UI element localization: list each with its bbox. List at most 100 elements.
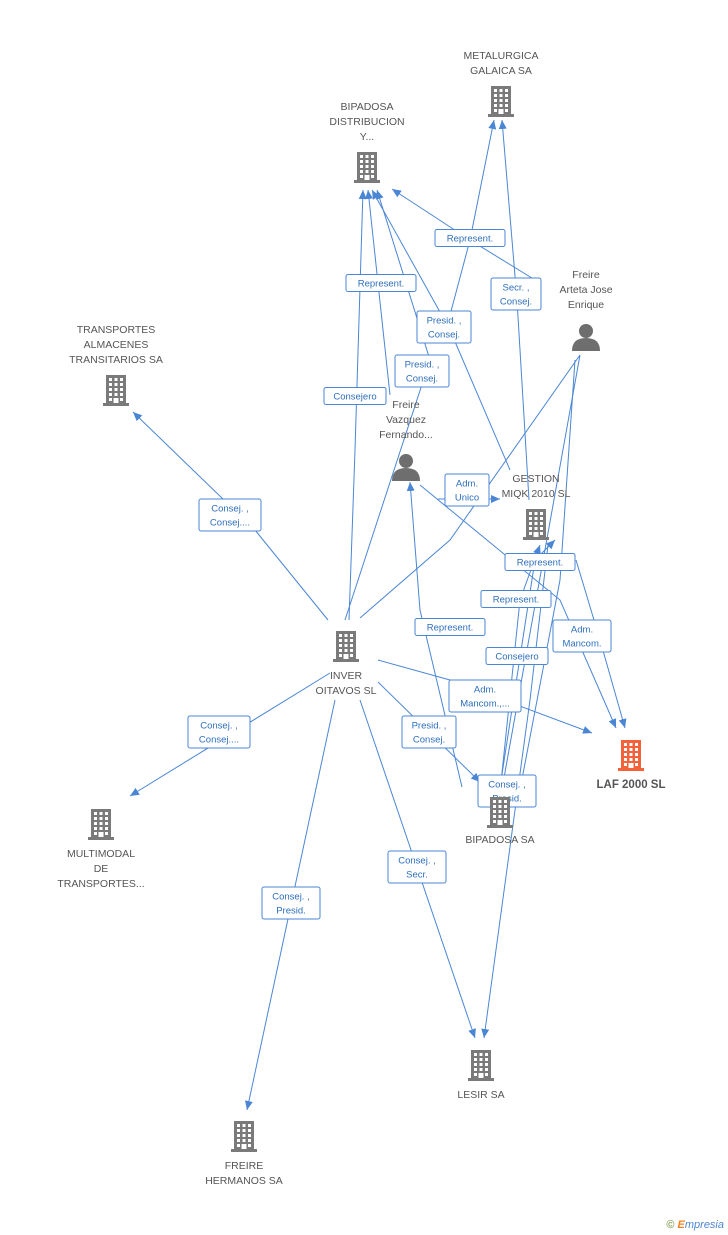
edges-layer <box>129 119 627 1111</box>
person-icon <box>392 454 420 481</box>
relationship-label-text: Represent. <box>493 595 539 606</box>
relationship-label-text: Secr. , <box>503 283 530 294</box>
node-label: DISTRIBUCION <box>329 116 404 128</box>
relationship-edge <box>419 484 617 729</box>
node-label: GALAICA SA <box>470 65 532 77</box>
brand-name: mpresia <box>684 1219 724 1231</box>
relationship-label-text: Presid. , <box>405 360 440 371</box>
company-node[interactable]: BIPADOSA DISTRIBUCION Y... <box>329 101 405 183</box>
building-icon <box>468 1050 494 1081</box>
node-label: Enrique <box>568 299 604 311</box>
company-node[interactable]: FREIRE HERMANOS SA <box>205 1121 283 1187</box>
node-label: ALMACENES <box>84 339 149 351</box>
relationship-label-text: Presid. , <box>412 721 447 732</box>
relationship-label-text: Mancom.,... <box>460 699 510 710</box>
building-icon <box>488 86 514 117</box>
node-label: DE <box>94 863 109 875</box>
edge-labels-layer: Represent.Secr. ,Consej.Represent.Presid… <box>187 229 612 920</box>
relationship-label: Presid. ,Consej. <box>416 310 472 344</box>
company-node[interactable]: GESTION MIQK 2010 SL <box>502 473 571 540</box>
node-label: TRANSITARIOS SA <box>69 354 163 366</box>
relationship-label-text: Represent. <box>517 558 563 569</box>
relationship-label: Represent. <box>480 590 552 608</box>
relationship-edge <box>359 354 581 801</box>
node-label: Freire <box>572 269 600 281</box>
person-icon <box>572 324 600 351</box>
relationship-label-text: Adm. <box>456 479 478 490</box>
relationship-label-text: Consej. <box>406 374 438 385</box>
relationship-label-text: Consejero <box>495 652 538 663</box>
relationship-label: Consej. , Presid. <box>261 886 321 920</box>
relationship-edge <box>515 359 576 801</box>
node-label: METALURGICA <box>463 50 538 62</box>
company-node[interactable]: LESIR SA <box>457 1050 505 1101</box>
relationship-label: Represent. <box>504 553 576 571</box>
relationship-label-text: Adm. <box>571 625 593 636</box>
relationship-label: Represent. <box>434 229 506 247</box>
relationship-label-text: Consej.... <box>199 735 239 746</box>
node-label: FREIRE <box>225 1160 264 1172</box>
relationship-edge <box>445 119 497 331</box>
node-label: OITAVOS SL <box>316 685 377 697</box>
relationship-label: Presid. , Consej. <box>394 354 450 388</box>
node-label: INVER <box>330 670 363 682</box>
relationship-label-text: Consej. , <box>272 892 310 903</box>
relationship-label-text: Consej. , <box>398 856 436 867</box>
node-label: Vazquez <box>386 414 426 426</box>
relationship-label-text: Presid. <box>276 906 306 917</box>
relationship-label-text: Represent. <box>447 234 493 245</box>
relationship-label: Adm. Unico <box>444 473 490 507</box>
node-label: Freire <box>392 399 420 411</box>
building-icon <box>333 631 359 662</box>
node-label: BIPADOSA <box>341 101 394 113</box>
relationship-label-text: Adm. <box>474 685 496 696</box>
node-label: HERMANOS SA <box>205 1175 283 1187</box>
relationship-label: Represent. <box>414 618 486 636</box>
relationship-label-text: Represent. <box>358 279 404 290</box>
building-icon <box>231 1121 257 1152</box>
node-label: BIPADOSA SA <box>465 834 534 846</box>
company-node[interactable]: TRANSPORTES ALMACENES TRANSITARIOS SA <box>69 324 163 406</box>
node-label: TRANSPORTES <box>77 324 156 336</box>
relationship-label-text: Unico <box>455 493 479 504</box>
empresia-watermark: © Empresia <box>666 1219 724 1231</box>
relationship-label: Consejero <box>323 387 387 405</box>
building-icon <box>487 797 513 828</box>
building-icon <box>103 375 129 406</box>
building-icon <box>523 509 549 540</box>
node-label: GESTION <box>512 473 559 485</box>
company-node[interactable]: BIPADOSA SA <box>465 797 535 846</box>
relationship-label: Represent. <box>345 274 417 292</box>
company-node[interactable]: METALURGICA GALAICA SA <box>463 50 539 117</box>
company-node[interactable]: MULTIMODAL DE TRANSPORTES... <box>57 809 145 890</box>
relationship-label-text: Consej. <box>413 735 445 746</box>
node-label: LAF 2000 SL <box>596 779 665 791</box>
relationship-label: Secr. ,Consej. <box>490 277 542 311</box>
relationship-label-text: Mancom. <box>562 639 601 650</box>
node-label: MIQK 2010 SL <box>502 488 571 500</box>
relationship-label: Consej. , Consej.... <box>187 715 251 749</box>
company-node[interactable]: LAF 2000 SL <box>596 740 666 791</box>
building-icon <box>618 740 644 771</box>
relationship-label: Adm. Mancom.,... <box>448 679 522 713</box>
relationship-label: Adm. Mancom. <box>552 619 612 653</box>
node-label: Arteta Jose <box>559 284 612 296</box>
brand-initial: E <box>677 1219 685 1231</box>
relationship-label-text: Presid. , <box>427 316 462 327</box>
company-node[interactable]: INVER OITAVOS SL <box>316 631 377 697</box>
relationship-label-text: Consej. , <box>211 504 249 515</box>
copyright-symbol: © <box>666 1219 675 1231</box>
relationship-label-text: Secr. <box>406 870 428 881</box>
node-label: MULTIMODAL <box>67 848 135 860</box>
relationship-label: Consejero <box>485 647 549 665</box>
relationship-edge <box>364 189 391 396</box>
relationship-label-text: Consej. , <box>200 721 238 732</box>
relationship-label: Presid. , Consej. <box>401 715 457 749</box>
node-label: Y... <box>360 131 374 143</box>
building-icon <box>88 809 114 840</box>
node-label: TRANSPORTES... <box>57 878 144 890</box>
relationship-label: Consej. ,Consej.... <box>198 498 262 532</box>
person-node[interactable]: FreireVazquezFernando... <box>379 399 433 481</box>
